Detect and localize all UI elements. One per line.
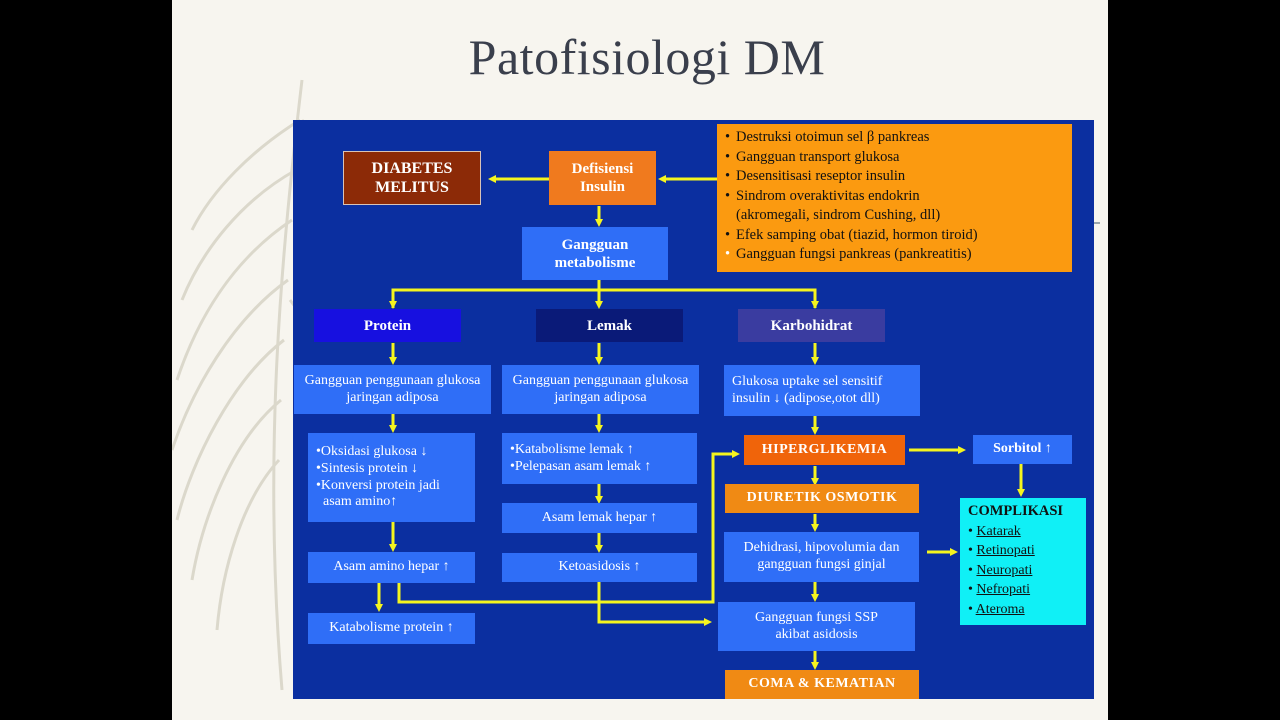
katabolisme-protein-box: Katabolisme protein ↑ [308,613,475,644]
karbohidrat-header: Karbohidrat [738,309,885,342]
protein-gangguan-box: Gangguan penggunaan glukosa jaringan adi… [294,365,491,414]
asam-amino-hepar-box: Asam amino hepar ↑ [308,552,475,583]
komplikasi-box: COMPLIKASI • Katarak • Retinopati • Neur… [960,498,1086,625]
gangguan-ssp-box: Gangguan fungsi SSP akibat asidosis [718,602,915,651]
protein-effects-list: •Oksidasi glukosa ↓ •Sintesis protein ↓ … [308,433,475,522]
karbo-uptake-box: Glukosa uptake sel sensitif insulin ↓ (a… [724,365,920,416]
slide-title: Patofisiologi DM [468,29,826,85]
cause-item: •Sindrom overaktivitas endokrin [725,187,920,204]
komplikasi-item: • Retinopati [968,543,1035,558]
protein-header: Protein [314,309,461,342]
dehidrasi-box: Dehidrasi, hipovolumia dan gangguan fung… [724,532,919,582]
diagram-panel: DIABETES MELITUS Defisiensi Insulin •Des… [293,120,1094,699]
cause-item: •Gangguan transport glukosa [725,148,900,165]
komplikasi-item: • Katarak [968,523,1021,539]
decorative-line [1090,222,1100,224]
komplikasi-item: • Nefropati [968,582,1031,597]
cause-item: •Desensitisasi reseptor insulin [725,168,906,184]
komplikasi-title: COMPLIKASI [968,503,1064,519]
cause-item: •Gangguan fungsi pankreas (pankreatitis) [725,246,972,262]
komplikasi-item: • Neuropati [968,562,1033,578]
hiperglikemia-box: HIPERGLIKEMIA [744,435,905,465]
ketoasidosis-box: Ketoasidosis ↑ [502,553,697,582]
cause-item: •Efek samping obat (tiazid, hormon tiroi… [725,226,978,243]
defisiensi-insulin-box: Defisiensi Insulin [549,151,656,205]
lemak-effects-list: •Katabolisme lemak ↑ •Pelepasan asam lem… [502,433,697,484]
diuretik-osmotik-box: DIURETIK OSMOTIK [725,484,919,513]
coma-kematian-box: COMA & KEMATIAN [725,670,919,699]
cause-item: •Destruksi otoimun sel β pankreas [725,129,930,145]
komplikasi-item: • Ateroma [968,601,1025,617]
lemak-header: Lemak [536,309,683,342]
cause-item: (akromegali, sindrom Cushing, dll) [736,207,941,223]
gangguan-metabolisme-box: Gangguan metabolisme [522,227,668,280]
sorbitol-box: Sorbitol ↑ [973,435,1072,464]
asam-lemak-hepar-box: Asam lemak hepar ↑ [502,503,697,533]
causes-list: •Destruksi otoimun sel β pankreas •Gangg… [717,124,1072,272]
lemak-gangguan-box: Gangguan penggunaan glukosa jaringan adi… [502,365,699,414]
connector-arrows [375,175,1025,670]
diabetes-melitus-box: DIABETES MELITUS [343,151,481,205]
